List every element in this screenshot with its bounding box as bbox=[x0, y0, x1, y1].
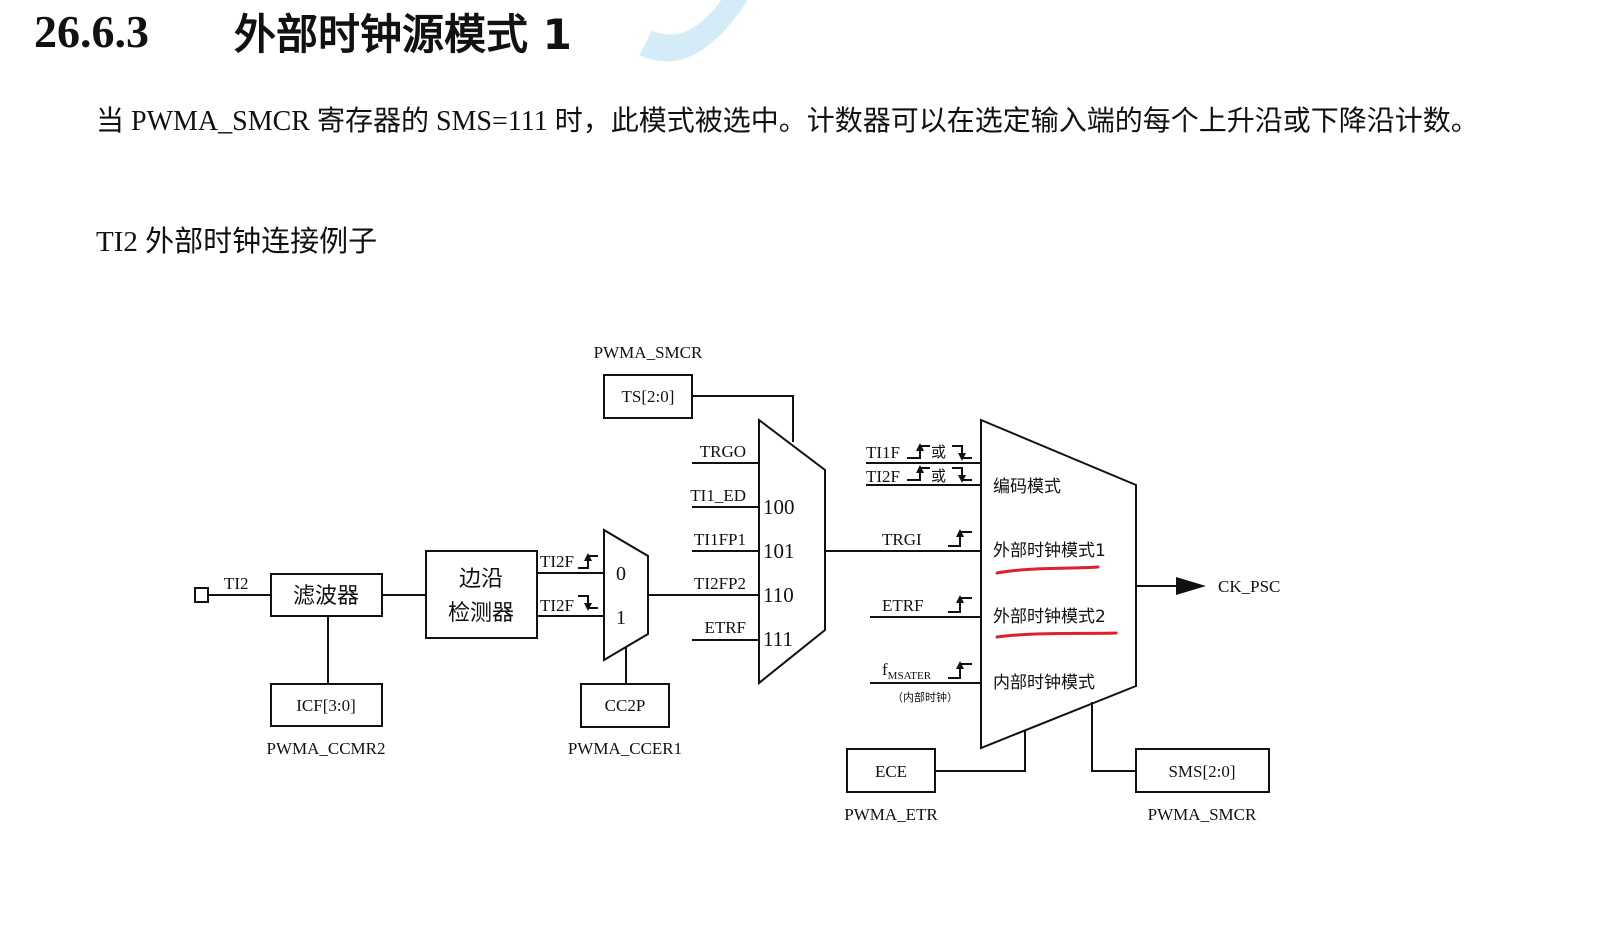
section-heading: 26.6.3 外部时钟源模式 1 bbox=[34, 2, 572, 60]
ti2fp2-label: TI2FP2 bbox=[694, 574, 746, 593]
rising-edge-icon bbox=[948, 597, 972, 613]
edge-detector-label-1: 边沿 bbox=[459, 567, 503, 592]
etrf-input-label: ETRF bbox=[704, 618, 746, 637]
ts-field: TS[2:0] bbox=[622, 387, 675, 406]
ti2f-rising-label: TI2F bbox=[540, 552, 574, 571]
falling-edge-icon bbox=[952, 467, 972, 481]
output-arrow-icon bbox=[1176, 577, 1206, 595]
rising-edge-icon bbox=[907, 467, 930, 481]
icf-box bbox=[270, 683, 383, 727]
mode-external-1: 外部时钟模式1 bbox=[993, 541, 1106, 561]
intro-paragraph: 当 PWMA_SMCR 寄存器的 SMS=111 时，此模式被选中。计数器可以在… bbox=[96, 106, 1479, 137]
or-label-1: 或 bbox=[931, 443, 946, 461]
etrf-label: ETRF bbox=[882, 596, 924, 615]
ti2-label: TI2 bbox=[224, 574, 249, 593]
mode-mux bbox=[980, 418, 1137, 750]
rising-edge-icon bbox=[907, 445, 930, 459]
cc2p-box bbox=[580, 683, 670, 728]
falling-edge-icon bbox=[578, 595, 598, 609]
fmaster-note: （内部时钟） bbox=[892, 690, 958, 704]
trgi-label: TRGI bbox=[882, 530, 922, 549]
trgo-label: TRGO bbox=[700, 442, 746, 461]
edge-mux bbox=[603, 528, 649, 662]
sms-register-name: PWMA_SMCR bbox=[1148, 805, 1257, 824]
section-title: 外部时钟源模式 1 bbox=[234, 9, 572, 59]
section-number: 26.6.3 bbox=[34, 5, 149, 57]
ti1f-label: TI1F bbox=[866, 443, 900, 462]
mode-encoder: 编码模式 bbox=[993, 477, 1061, 497]
code-111: 111 bbox=[763, 627, 793, 651]
filter-label: 滤波器 bbox=[293, 584, 359, 609]
code-101: 101 bbox=[763, 539, 795, 563]
mode-internal: 内部时钟模式 bbox=[993, 673, 1095, 693]
edge-mux-select-0: 0 bbox=[616, 563, 626, 585]
rising-edge-icon bbox=[948, 531, 972, 547]
sms-field: SMS[2:0] bbox=[1168, 762, 1235, 781]
mode-external-2: 外部时钟模式2 bbox=[993, 607, 1106, 627]
diagram-caption: TI2 外部时钟连接例子 bbox=[96, 226, 378, 258]
ece-register-name: PWMA_ETR bbox=[844, 805, 938, 824]
ti2f-label: TI2F bbox=[866, 467, 900, 486]
cc2p-register-name: PWMA_CCER1 bbox=[568, 739, 682, 758]
ti2-pin bbox=[194, 587, 209, 603]
underline-mark bbox=[995, 631, 1118, 639]
code-110: 110 bbox=[763, 583, 794, 607]
ece-field: ECE bbox=[875, 762, 907, 781]
edge-detector-box bbox=[425, 550, 538, 639]
ts-register-name: PWMA_SMCR bbox=[594, 343, 703, 362]
ti1fp1-label: TI1FP1 bbox=[694, 530, 746, 549]
underline-mark bbox=[995, 565, 1100, 575]
rising-edge-icon bbox=[578, 555, 598, 569]
fmaster-label: fMSATER bbox=[882, 660, 932, 682]
ti2f-falling-label: TI2F bbox=[540, 596, 574, 615]
or-label-2: 或 bbox=[931, 467, 946, 485]
trigger-mux bbox=[758, 417, 826, 686]
ti1-ed-label: TI1_ED bbox=[690, 486, 746, 505]
code-100: 100 bbox=[763, 495, 795, 519]
rising-edge-icon bbox=[948, 663, 972, 679]
icf-register-name: PWMA_CCMR2 bbox=[266, 739, 385, 758]
edge-mux-select-1: 1 bbox=[616, 607, 626, 629]
edge-detector-label-2: 检测器 bbox=[448, 601, 514, 626]
cc2p-field: CC2P bbox=[605, 696, 646, 715]
icf-field: ICF[3:0] bbox=[296, 696, 356, 715]
falling-edge-icon bbox=[952, 445, 972, 459]
ck-psc-label: CK_PSC bbox=[1218, 577, 1280, 596]
